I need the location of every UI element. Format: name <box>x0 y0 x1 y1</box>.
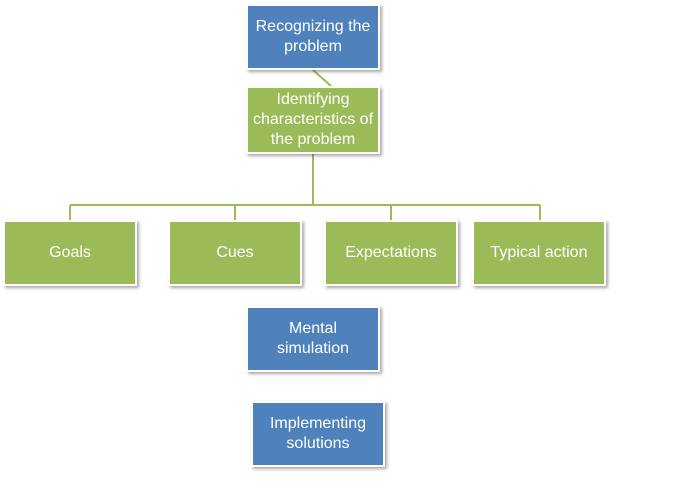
node-goals: Goals <box>3 220 137 286</box>
node-label: Implementing solutions <box>269 415 367 452</box>
node-label: Recognizing the problem <box>255 18 371 55</box>
node-label: Identifying characteristics of the probl… <box>252 91 374 148</box>
node-implementing-solutions: Implementing solutions <box>251 401 385 467</box>
connector-recognizing-identifying <box>312 69 332 87</box>
node-mental-simulation: Mental simulation <box>246 306 380 372</box>
node-label: Typical action <box>490 244 588 261</box>
node-recognizing-the-problem: Recognizing the problem <box>246 4 380 70</box>
node-expectations: Expectations <box>324 220 458 286</box>
node-cues: Cues <box>168 220 302 286</box>
node-label: Expectations <box>345 244 437 261</box>
node-typical-action: Typical action <box>472 220 606 286</box>
node-label: Goals <box>49 244 91 261</box>
node-label: Cues <box>216 244 254 261</box>
node-identifying-characteristics: Identifying characteristics of the probl… <box>246 86 380 154</box>
node-label: Mental simulation <box>276 320 350 357</box>
